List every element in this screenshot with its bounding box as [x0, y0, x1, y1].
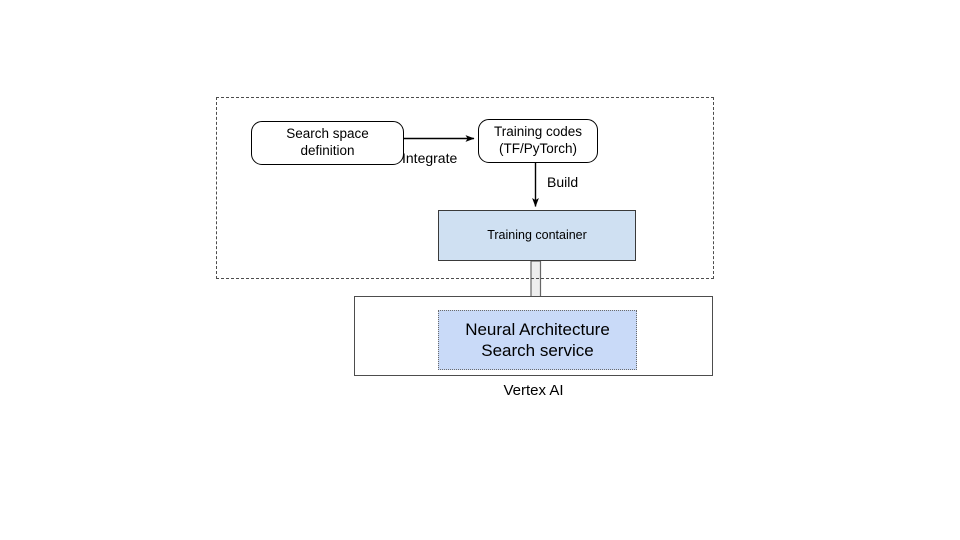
edge-label-integrate: Integrate: [402, 150, 458, 166]
node-training-container[interactable]: Training container: [438, 210, 636, 261]
vertex-ai-caption: Vertex AI: [503, 381, 564, 399]
edge-label-build: Build: [547, 174, 579, 190]
node-search-space-definition[interactable]: Search space definition: [251, 121, 404, 165]
node-neural-architecture-search-service[interactable]: Neural Architecture Search service: [438, 310, 637, 370]
node-training-codes[interactable]: Training codes (TF/PyTorch): [478, 119, 598, 163]
user-side-dashed-group: [216, 97, 714, 279]
